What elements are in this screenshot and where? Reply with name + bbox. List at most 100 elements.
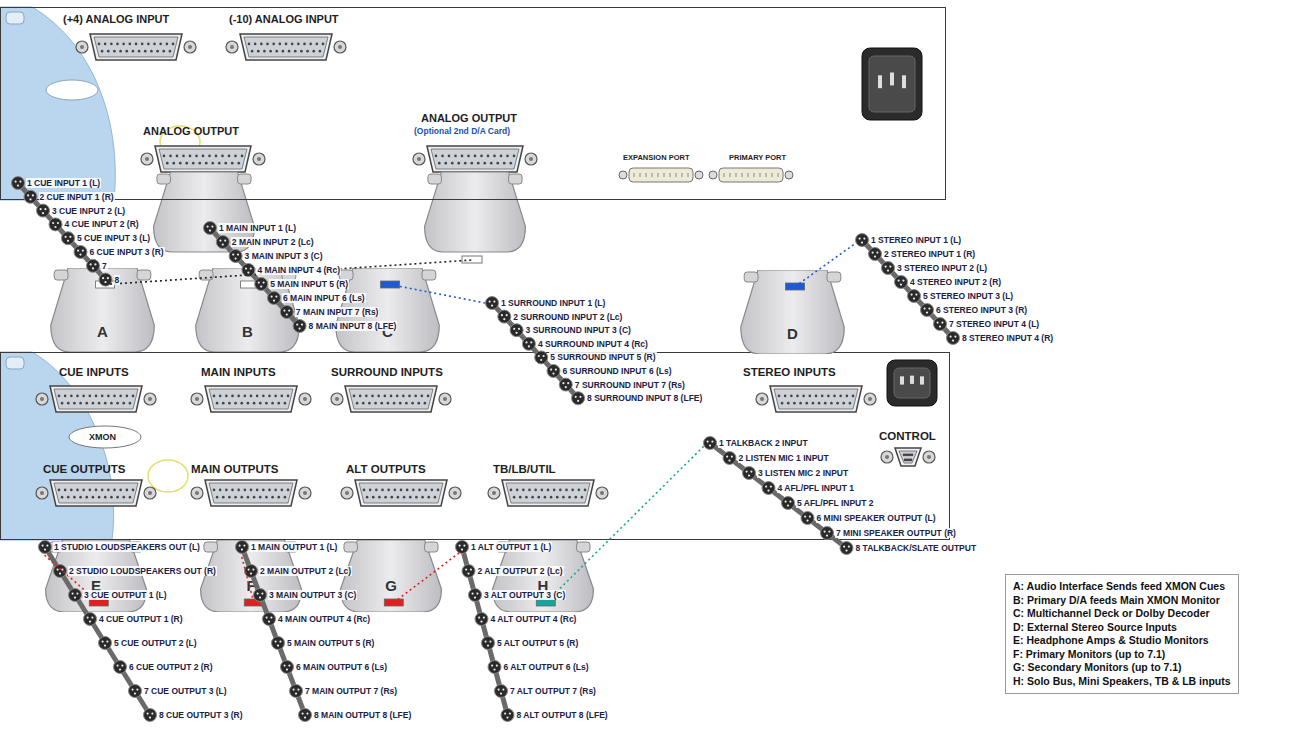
- pin: [366, 496, 369, 499]
- port-contact: [736, 173, 737, 177]
- pin: [101, 489, 104, 492]
- pin-label: 3 MAIN OUTPUT 3 (C): [268, 590, 357, 600]
- pin: [448, 155, 451, 158]
- pin: [122, 496, 125, 499]
- xlr-pin: [941, 322, 943, 324]
- pin: [778, 395, 781, 398]
- xlr-pin: [207, 226, 209, 228]
- port-contact: [724, 173, 725, 177]
- xlr-pin: [211, 226, 213, 228]
- xlr-pin: [295, 693, 297, 695]
- xlr-plug: [12, 177, 25, 190]
- xlr-pin: [939, 326, 941, 328]
- pin: [908, 459, 911, 462]
- xlr-pin: [263, 282, 265, 284]
- panel-label: EXPANSION PORT: [623, 154, 690, 162]
- xlr-pin: [46, 545, 48, 547]
- legend-row: H: Solo Bus, Mini Speakers, TB & LB inpu…: [1013, 675, 1231, 689]
- pin: [316, 43, 319, 46]
- pin: [839, 395, 842, 398]
- xlr-pin: [82, 250, 84, 252]
- xlr-plug: [510, 324, 523, 337]
- inlet-slot: [910, 376, 914, 384]
- screw-hole: [257, 157, 261, 161]
- xlr-pin: [459, 545, 461, 547]
- thumb-screw: [299, 393, 311, 405]
- pin: [67, 496, 70, 499]
- pin: [107, 395, 110, 398]
- pin: [218, 162, 221, 165]
- pin: [384, 496, 387, 499]
- port-contact: [658, 173, 659, 177]
- screw-hole: [40, 397, 44, 401]
- pin-label: 4 SURROUND INPUT 4 (Rc): [537, 339, 649, 349]
- xlr-plug: [840, 542, 853, 555]
- pin: [254, 43, 257, 46]
- cable-tag: [536, 599, 555, 606]
- xlr-pin: [550, 369, 552, 371]
- xlr-pin: [506, 717, 508, 719]
- legend-row: F: Primary Monitors (up to 7.1): [1013, 648, 1231, 662]
- xlr-pin: [467, 573, 469, 575]
- pin: [156, 50, 159, 53]
- thumb-screw: [596, 487, 608, 499]
- xlr-pin: [288, 665, 290, 667]
- pin: [119, 50, 122, 53]
- cable-tag: [786, 283, 805, 290]
- pin-label: 3 SURROUND INPUT 3 (C): [525, 325, 632, 335]
- pin: [510, 489, 513, 492]
- pin: [244, 395, 247, 398]
- xlr-pin: [501, 314, 503, 316]
- pin-label: 6 MAIN OUTPUT 6 (Ls): [295, 662, 388, 672]
- pin: [119, 395, 122, 398]
- thumb-screw: [36, 393, 48, 405]
- legend-text: F: Primary Monitors (up to 7.1): [1013, 648, 1165, 662]
- highlight-ring: [148, 460, 188, 492]
- pin: [528, 489, 531, 492]
- plug-backshell: D: [735, 270, 850, 354]
- pin-label: 1 MAIN OUTPUT 1 (L): [250, 542, 338, 552]
- pin: [129, 496, 132, 499]
- pin: [394, 489, 397, 492]
- pin: [256, 489, 259, 492]
- pin: [371, 395, 374, 398]
- connector-letter: A: [45, 324, 160, 339]
- pin: [162, 50, 165, 53]
- pin: [58, 395, 61, 398]
- pin: [818, 402, 821, 405]
- pin: [470, 162, 473, 165]
- xlr-pin: [259, 597, 261, 599]
- legend-row: B: Primary D/A feeds Main XMON Monitor: [1013, 594, 1231, 608]
- thumb-screw: [191, 487, 203, 499]
- xlr-pin: [107, 277, 109, 279]
- pin-label: 6 CUE OUTPUT 2 (R): [128, 662, 214, 672]
- pin: [454, 155, 457, 158]
- pin: [240, 496, 243, 499]
- pin: [537, 496, 540, 499]
- pin: [64, 395, 67, 398]
- xlr-plug: [229, 250, 242, 263]
- pin: [284, 402, 287, 405]
- xlr-pin: [260, 286, 262, 288]
- xlr-pin: [277, 645, 279, 647]
- pin-label: 3 STEREO INPUT 2 (L): [896, 263, 988, 273]
- pin: [356, 402, 359, 405]
- pin-label: 7: [101, 261, 108, 271]
- xlr-pin: [44, 208, 46, 210]
- pin-label: 1 SURROUND INPUT 1 (L): [500, 298, 606, 308]
- pin: [431, 489, 434, 492]
- xlr-pin: [72, 593, 74, 595]
- port-contact: [760, 173, 761, 177]
- xlr-plug: [535, 351, 548, 364]
- xlr-pin: [504, 713, 506, 715]
- xlr-pin: [767, 490, 769, 492]
- plug-screw: [344, 542, 357, 552]
- screw-hole: [443, 397, 447, 401]
- pin: [799, 402, 802, 405]
- pin: [272, 43, 275, 46]
- pin: [525, 496, 528, 499]
- xlr-plug: [236, 541, 249, 554]
- port-shell: [629, 168, 693, 182]
- panel-label: TB/LB/UTIL: [493, 464, 556, 476]
